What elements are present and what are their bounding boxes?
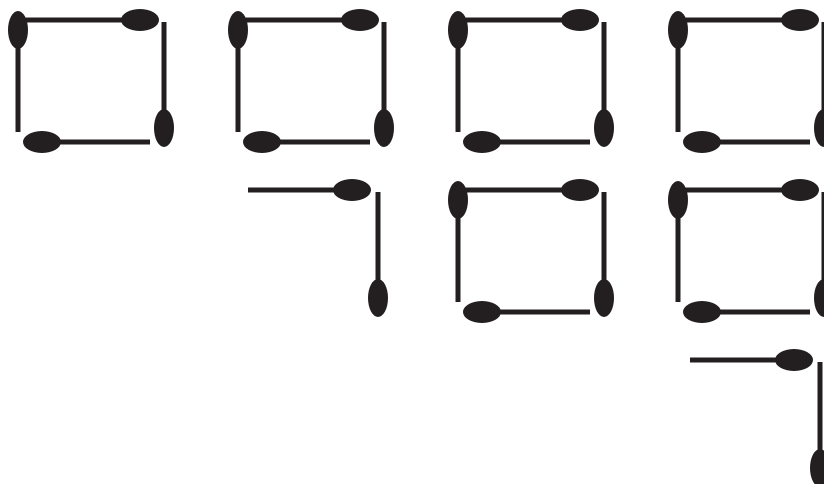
matchstick-head xyxy=(243,131,281,153)
matchstick-head xyxy=(23,131,61,153)
matchstick-head xyxy=(448,11,468,49)
matchstick xyxy=(23,131,150,153)
matchstick-square xyxy=(448,179,614,323)
matchstick-corner xyxy=(690,349,824,484)
matchstick-head xyxy=(8,11,28,49)
matchstick xyxy=(594,192,614,317)
matchstick-square xyxy=(448,9,614,153)
matchstick-head xyxy=(781,9,819,31)
matchstick xyxy=(448,181,468,302)
matchstick-head xyxy=(333,179,371,201)
matchstick xyxy=(690,349,813,371)
matchsticks-group xyxy=(8,9,824,484)
matchstick xyxy=(680,179,819,201)
matchstick xyxy=(368,192,388,317)
matchstick xyxy=(463,131,590,153)
matchstick-head xyxy=(463,131,501,153)
matchstick-head xyxy=(463,301,501,323)
matchstick xyxy=(20,9,159,31)
matchstick xyxy=(460,179,599,201)
matchstick xyxy=(594,22,614,147)
matchstick-head xyxy=(810,449,824,484)
matchstick-head xyxy=(683,301,721,323)
matchstick-corner xyxy=(248,179,388,317)
matchstick xyxy=(668,181,688,302)
matchstick xyxy=(814,192,824,317)
matchstick-head xyxy=(814,279,824,317)
matchstick-head xyxy=(121,9,159,31)
matchstick-head xyxy=(154,109,174,147)
matchstick xyxy=(243,131,370,153)
matchstick-head xyxy=(668,181,688,219)
matchstick xyxy=(8,11,28,132)
matchstick xyxy=(814,22,824,147)
matchstick-head xyxy=(228,11,248,49)
matchstick-head xyxy=(814,109,824,147)
matchstick-head xyxy=(594,109,614,147)
matchstick xyxy=(680,9,819,31)
matchstick-head xyxy=(374,109,394,147)
matchstick-head xyxy=(368,279,388,317)
matchstick xyxy=(683,301,810,323)
matchstick-square xyxy=(668,9,824,153)
matchstick xyxy=(810,362,824,484)
matchstick-head xyxy=(781,179,819,201)
matchstick xyxy=(668,11,688,132)
matchstick xyxy=(460,9,599,31)
matchstick xyxy=(448,11,468,132)
matchstick xyxy=(683,131,810,153)
matchstick-head xyxy=(448,181,468,219)
matchstick-square xyxy=(228,9,394,153)
matchstick xyxy=(228,11,248,132)
matchstick xyxy=(248,179,371,201)
matchstick-head xyxy=(668,11,688,49)
matchstick-head xyxy=(775,349,813,371)
matchstick-head xyxy=(561,9,599,31)
matchstick xyxy=(463,301,590,323)
matchstick-square xyxy=(8,9,174,153)
matchstick xyxy=(154,22,174,147)
matchstick xyxy=(374,22,394,147)
matchstick-head xyxy=(561,179,599,201)
matchstick xyxy=(240,9,379,31)
matchstick-head xyxy=(341,9,379,31)
matchstick-head xyxy=(594,279,614,317)
matchstick-head xyxy=(683,131,721,153)
matchstick-square xyxy=(668,179,824,323)
